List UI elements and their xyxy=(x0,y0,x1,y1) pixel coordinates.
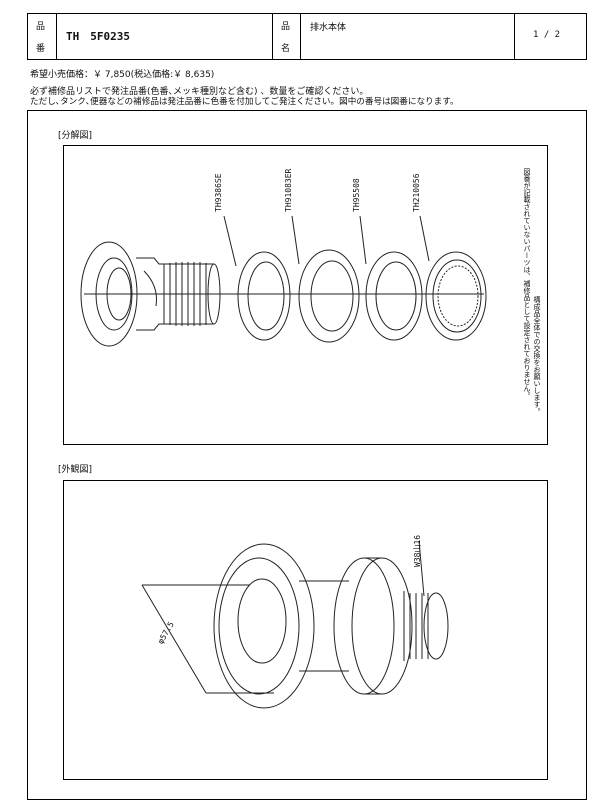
part-name: 排水本体 xyxy=(310,23,347,33)
thread-label: W38山16 xyxy=(413,534,422,567)
exploded-drawing xyxy=(80,215,487,347)
external-thread-lines xyxy=(403,591,429,661)
part-label-1: TH9386SE xyxy=(214,173,223,212)
exploded-section-label: [分解図] xyxy=(58,131,93,141)
hin-label-2: 番 xyxy=(36,44,46,54)
header-table: 品 番 TH 5F0235 品 名 排水本体 1 / 2 xyxy=(27,13,587,60)
price-line: 希望小売価格：￥ 7,850(税込価格:￥ 8,635) xyxy=(30,70,215,80)
mei-label-1: 品 xyxy=(281,22,291,32)
part-label-3: TH95508 xyxy=(352,178,361,212)
drawing-frame xyxy=(27,110,587,800)
hin-label-1: 品 xyxy=(36,22,46,32)
note-2: ただし､タンク､便器などの補修品は発注品番に色番を付加してご発注ください。図中の… xyxy=(30,97,459,107)
thread-lines xyxy=(163,262,207,326)
side-note-2: 構成品全体での交換をお願いします。 xyxy=(533,296,541,415)
exploded-view-panel: TH9386SE TH91083ER TH95508 TH210056 図番が記… xyxy=(63,145,548,445)
external-section-label: [外観図] xyxy=(58,465,93,475)
part-label-2: TH91083ER xyxy=(284,168,293,212)
note-1: 必ず補修品リストで発注品番(色番､メッキ種別など含む) 、数量をご確認ください。 xyxy=(30,87,369,97)
page-indicator: 1 / 2 xyxy=(533,30,561,40)
external-view-panel: φ57.5 W38山16 xyxy=(63,480,548,780)
part-label-4: TH210056 xyxy=(412,173,421,212)
side-note-1: 図番が記載されていないパーツは、補修品として設定されておりません。 xyxy=(523,168,531,399)
mei-label-2: 名 xyxy=(281,44,291,54)
part-number: TH 5F0235 xyxy=(66,30,130,43)
external-drawing xyxy=(141,540,449,709)
